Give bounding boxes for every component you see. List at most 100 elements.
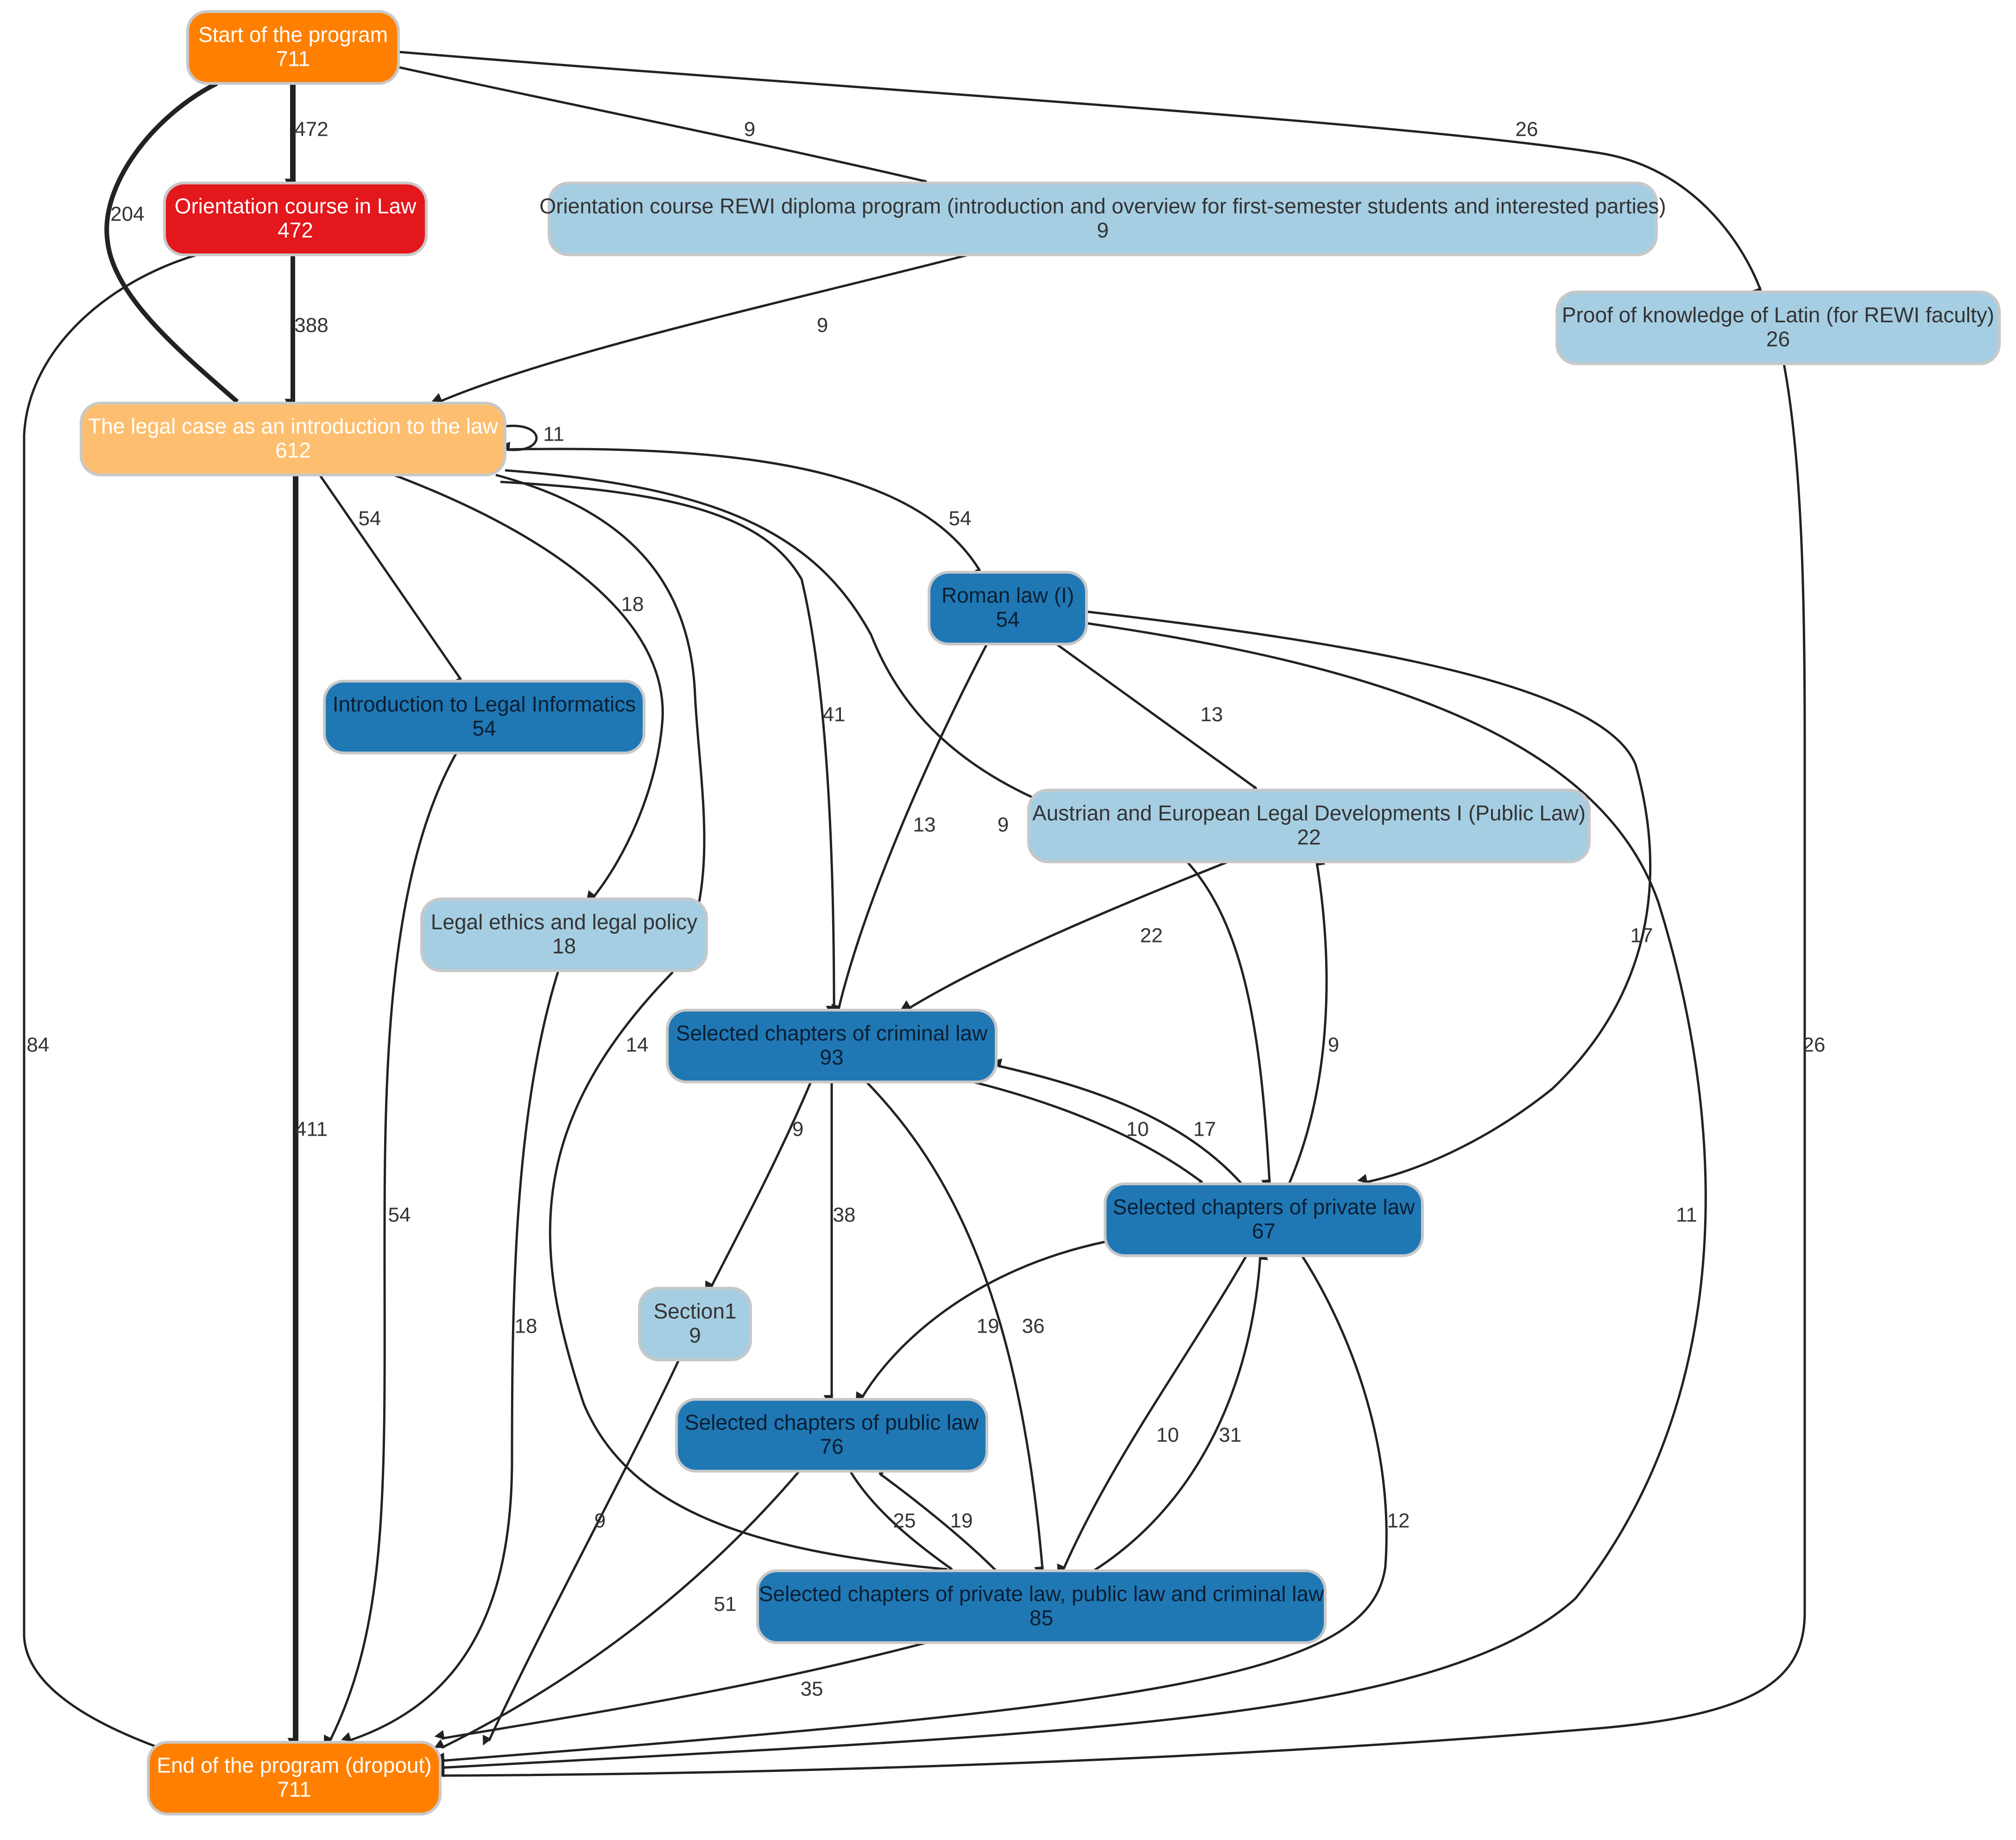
node-box[interactable] — [548, 182, 1658, 256]
node-label: Roman law (I) — [942, 583, 1074, 607]
node-label: The legal case as an introduction to the… — [88, 414, 499, 438]
node-count: 67 — [1252, 1219, 1276, 1243]
edge-combined-to-end — [434, 1641, 927, 1740]
edges-layer — [23, 51, 1806, 1777]
edge-latin-to-end — [435, 363, 1806, 1777]
edge-label-orient-rewi-to-legal-case: 9 — [817, 314, 828, 337]
edge-start-to-latin — [398, 51, 1762, 298]
edge-label-roman-to-private: 17 — [1630, 924, 1653, 947]
edge-label-start-to-orient-rewi: 9 — [744, 118, 755, 141]
edge-orient-rewi-to-legal-case — [431, 253, 969, 403]
edge-private-to-austrian — [1288, 855, 1328, 1184]
edge-criminal-to-private — [973, 1081, 1206, 1189]
node-count: 54 — [996, 607, 1019, 632]
node-box[interactable] — [147, 1741, 442, 1815]
node-label: Section1 — [653, 1299, 736, 1323]
edge-combined-to-public — [876, 1467, 997, 1572]
edge-label-start-to-orient-law: 472 — [294, 118, 328, 141]
edge-label-legal-case-to-private: 9 — [998, 814, 1009, 836]
edge-label-private-to-public: 19 — [977, 1315, 999, 1338]
node-austrian[interactable]: Austrian and European Legal Developments… — [1027, 789, 1591, 863]
node-count: 93 — [820, 1045, 843, 1069]
node-count: 472 — [278, 218, 313, 242]
edge-legal-case-to-private — [505, 469, 1271, 1190]
node-box[interactable] — [186, 10, 400, 85]
edge-label-roman-to-criminal: 13 — [913, 814, 936, 836]
node-count: 76 — [820, 1435, 843, 1459]
edge-label-private-to-end: 12 — [1387, 1510, 1410, 1532]
node-box[interactable] — [420, 898, 708, 972]
edge-label-legal-case-to-ethics: 18 — [621, 593, 644, 616]
edge-label-criminal-to-section1: 9 — [792, 1118, 803, 1141]
node-label: End of the program (dropout) — [157, 1753, 431, 1777]
edge-label-legal-case-to-combined: 14 — [626, 1034, 649, 1056]
node-end[interactable]: End of the program (dropout)711 — [147, 1741, 442, 1815]
edge-criminal-to-section1 — [705, 1081, 812, 1291]
node-label: Orientation course in Law — [175, 194, 417, 218]
edge-roman-to-austrian — [1055, 643, 1260, 796]
edge-label-criminal-to-combined: 36 — [1022, 1315, 1045, 1338]
node-count: 711 — [277, 1777, 311, 1802]
node-count: 85 — [1030, 1606, 1053, 1630]
node-box[interactable] — [675, 1398, 988, 1473]
edge-label-legal-case-to-end: 411 — [295, 1118, 328, 1141]
node-label: Proof of knowledge of Latin (for REWI fa… — [1562, 303, 1994, 327]
node-label: Austrian and European Legal Developments… — [1032, 801, 1586, 825]
edge-label-private-to-combined: 10 — [1157, 1424, 1179, 1447]
edge-roman-to-criminal — [831, 643, 988, 1015]
edge-legal-case-to-combined — [495, 474, 954, 1577]
node-box[interactable] — [323, 680, 645, 754]
edge-label-legal-case-to-criminal: 41 — [823, 703, 846, 726]
node-box[interactable] — [1555, 291, 2001, 365]
node-box[interactable] — [928, 571, 1088, 645]
edge-label-public-to-combined: 25 — [893, 1510, 916, 1532]
edge-legal-case-to-legal-case — [500, 424, 538, 452]
edge-private-to-end — [434, 1255, 1388, 1763]
node-orient-rewi[interactable]: Orientation course REWI diploma program … — [539, 182, 1666, 256]
node-box[interactable] — [1027, 789, 1591, 863]
node-label: Legal ethics and legal policy — [431, 910, 697, 934]
node-count: 612 — [275, 438, 311, 462]
node-box[interactable] — [756, 1569, 1327, 1644]
node-roman[interactable]: Roman law (I)54 — [928, 571, 1088, 645]
node-count: 9 — [1097, 218, 1109, 242]
edge-label-legal-case-to-legal-case: 11 — [543, 423, 564, 446]
edge-section1-to-end — [482, 1359, 680, 1746]
node-count: 711 — [276, 47, 310, 71]
edge-public-to-end — [434, 1470, 800, 1749]
node-label: Orientation course REWI diploma program … — [539, 194, 1666, 218]
node-box[interactable] — [80, 402, 506, 476]
edge-label-orient-law-to-legal-case: 388 — [294, 314, 328, 337]
edge-label-legal-case-to-informatics: 54 — [359, 507, 381, 530]
node-legal-case[interactable]: The legal case as an introduction to the… — [80, 402, 506, 476]
edge-label-combined-to-end: 35 — [801, 1678, 823, 1701]
node-box[interactable] — [1104, 1182, 1424, 1257]
node-count: 22 — [1297, 825, 1321, 849]
node-box[interactable] — [163, 182, 428, 256]
edge-private-to-criminal — [992, 1058, 1243, 1185]
edge-private-to-public — [855, 1240, 1106, 1403]
edge-label-criminal-to-private: 10 — [1126, 1118, 1149, 1141]
edge-label-private-to-criminal: 17 — [1194, 1118, 1216, 1141]
node-box[interactable] — [666, 1009, 998, 1083]
edge-legal-case-to-roman — [505, 448, 981, 579]
edge-criminal-to-combined — [866, 1081, 1044, 1577]
edge-label-orient-law-to-end: 84 — [27, 1034, 50, 1056]
node-combined[interactable]: Selected chapters of private law, public… — [756, 1569, 1327, 1644]
edge-label-private-to-austrian: 9 — [1328, 1034, 1339, 1056]
node-latin[interactable]: Proof of knowledge of Latin (for REWI fa… — [1555, 291, 2001, 365]
edge-label-start-to-legal-case: 204 — [110, 203, 144, 226]
edge-label-roman-to-end: 11 — [1676, 1204, 1697, 1227]
edge-legal-case-to-informatics — [318, 474, 462, 688]
node-box[interactable] — [638, 1287, 752, 1361]
